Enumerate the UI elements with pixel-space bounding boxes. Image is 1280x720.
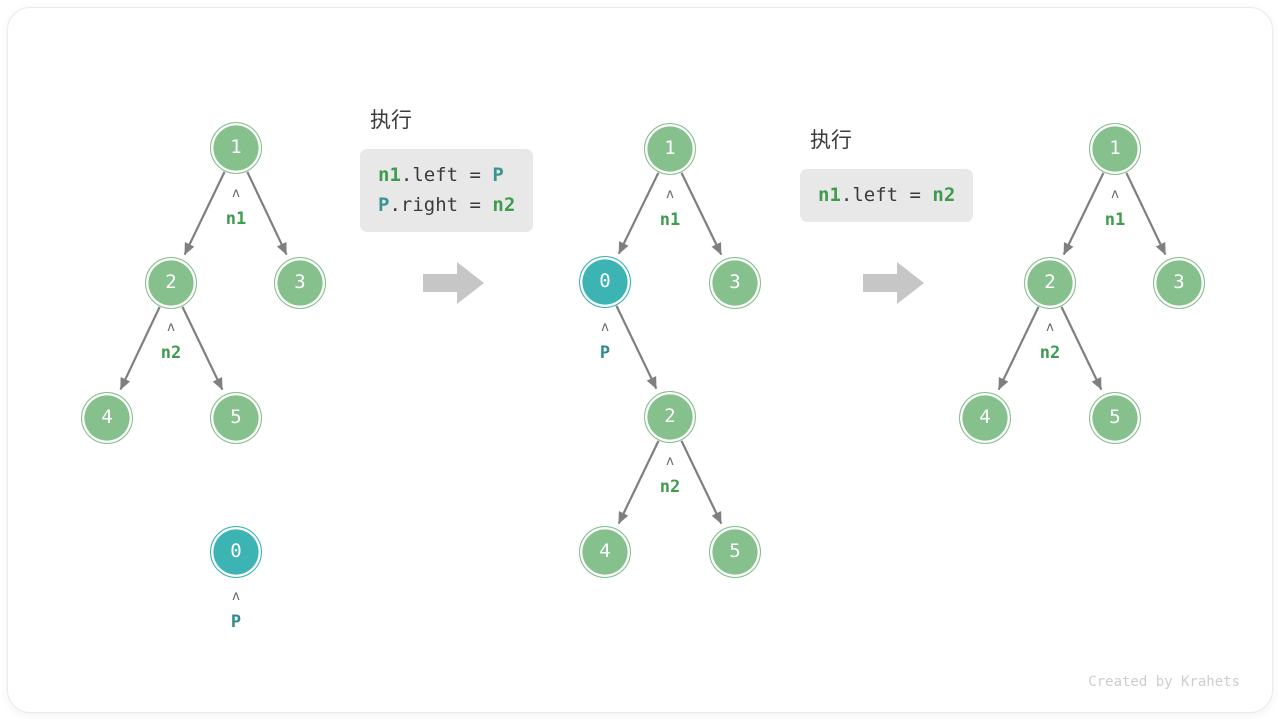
code-token: .left = <box>840 184 933 206</box>
tree-node: 4 <box>579 526 631 578</box>
caret-icon: ʌ <box>232 589 240 604</box>
pointer-name: P <box>599 343 611 363</box>
code-token: P <box>492 164 504 186</box>
code-token: n1 <box>818 184 841 206</box>
pointer-name: n1 <box>1104 210 1126 230</box>
tree-node: 3 <box>1153 257 1205 309</box>
tree-node-value: 3 <box>1173 270 1185 293</box>
tree-node-value: 5 <box>729 539 741 562</box>
tree-node-value: 3 <box>729 270 741 293</box>
tree-node: 0 <box>579 256 631 308</box>
tree-node: 5 <box>709 526 761 578</box>
caret-icon: ʌ <box>666 187 674 202</box>
pointer-name: n1 <box>659 210 681 230</box>
caret-icon: ʌ <box>601 320 609 335</box>
code-token: n2 <box>492 194 516 216</box>
tree-node-value: 5 <box>1109 405 1121 428</box>
caret-icon: ʌ <box>666 454 674 469</box>
tree-node: 5 <box>210 392 262 444</box>
tree-node-value: 2 <box>165 270 177 293</box>
tree-node: 1 <box>644 123 696 175</box>
pointer-name: P <box>230 612 242 632</box>
right-arrow-icon <box>423 260 485 306</box>
code-line: n1.left = n2 <box>818 180 955 210</box>
caret-icon: ʌ <box>1046 320 1054 335</box>
tree-node: 2 <box>1024 257 1076 309</box>
pointer-label: ʌ n2 <box>640 454 700 497</box>
step-title: 执行 <box>810 128 852 152</box>
caret-icon: ʌ <box>1111 187 1119 202</box>
code-line: P.right = n2 <box>378 190 515 220</box>
pointer-label: ʌ n1 <box>1085 187 1145 230</box>
code-token: .right = <box>389 194 493 216</box>
code-token: .left = <box>400 164 493 186</box>
pointer-label: ʌ n1 <box>640 187 700 230</box>
pointer-name: n2 <box>659 477 681 497</box>
tree-node: 0 <box>210 526 262 578</box>
caret-icon: ʌ <box>167 320 175 335</box>
pointer-label: ʌ n1 <box>206 186 266 229</box>
pointer-name: n1 <box>225 209 247 229</box>
tree-node-value: 1 <box>664 136 676 159</box>
code-token: n1 <box>378 164 401 186</box>
tree-node: 3 <box>709 257 761 309</box>
tree-node-value: 4 <box>101 405 113 428</box>
tree-node-value: 4 <box>979 405 991 428</box>
tree-node: 1 <box>1089 123 1141 175</box>
tree-node: 2 <box>145 257 197 309</box>
pointer-name: n2 <box>160 343 182 363</box>
tree-node-value: 0 <box>230 539 242 562</box>
right-arrow-icon <box>863 260 925 306</box>
tree-node: 4 <box>959 392 1011 444</box>
attribution-footer: Created by Krahets <box>1088 674 1240 690</box>
code-token: n2 <box>932 184 956 206</box>
tree-node: 2 <box>644 391 696 443</box>
tree-node-value: 2 <box>664 404 676 427</box>
tree-node: 5 <box>1089 392 1141 444</box>
tree-node-value: 0 <box>599 269 611 292</box>
code-snippet: n1.left = n2 <box>800 169 974 222</box>
tree-node: 3 <box>274 257 326 309</box>
tree-node: 1 <box>210 122 262 174</box>
tree-node-value: 1 <box>230 135 242 158</box>
tree-node-value: 4 <box>599 539 611 562</box>
tree-node-value: 1 <box>1109 136 1121 159</box>
tree-node-value: 2 <box>1044 270 1056 293</box>
tree-node-value: 3 <box>294 270 306 293</box>
caret-icon: ʌ <box>232 186 240 201</box>
step-title: 执行 <box>370 108 412 132</box>
code-line: n1.left = P <box>378 160 515 190</box>
pointer-label: ʌ n2 <box>141 320 201 363</box>
pointer-label: ʌ n2 <box>1020 320 1080 363</box>
pointer-name: n2 <box>1039 343 1061 363</box>
tree-node: 4 <box>81 392 133 444</box>
code-token: P <box>378 194 390 216</box>
transition-arrows-layer <box>8 8 1272 712</box>
tree-node-value: 5 <box>230 405 242 428</box>
